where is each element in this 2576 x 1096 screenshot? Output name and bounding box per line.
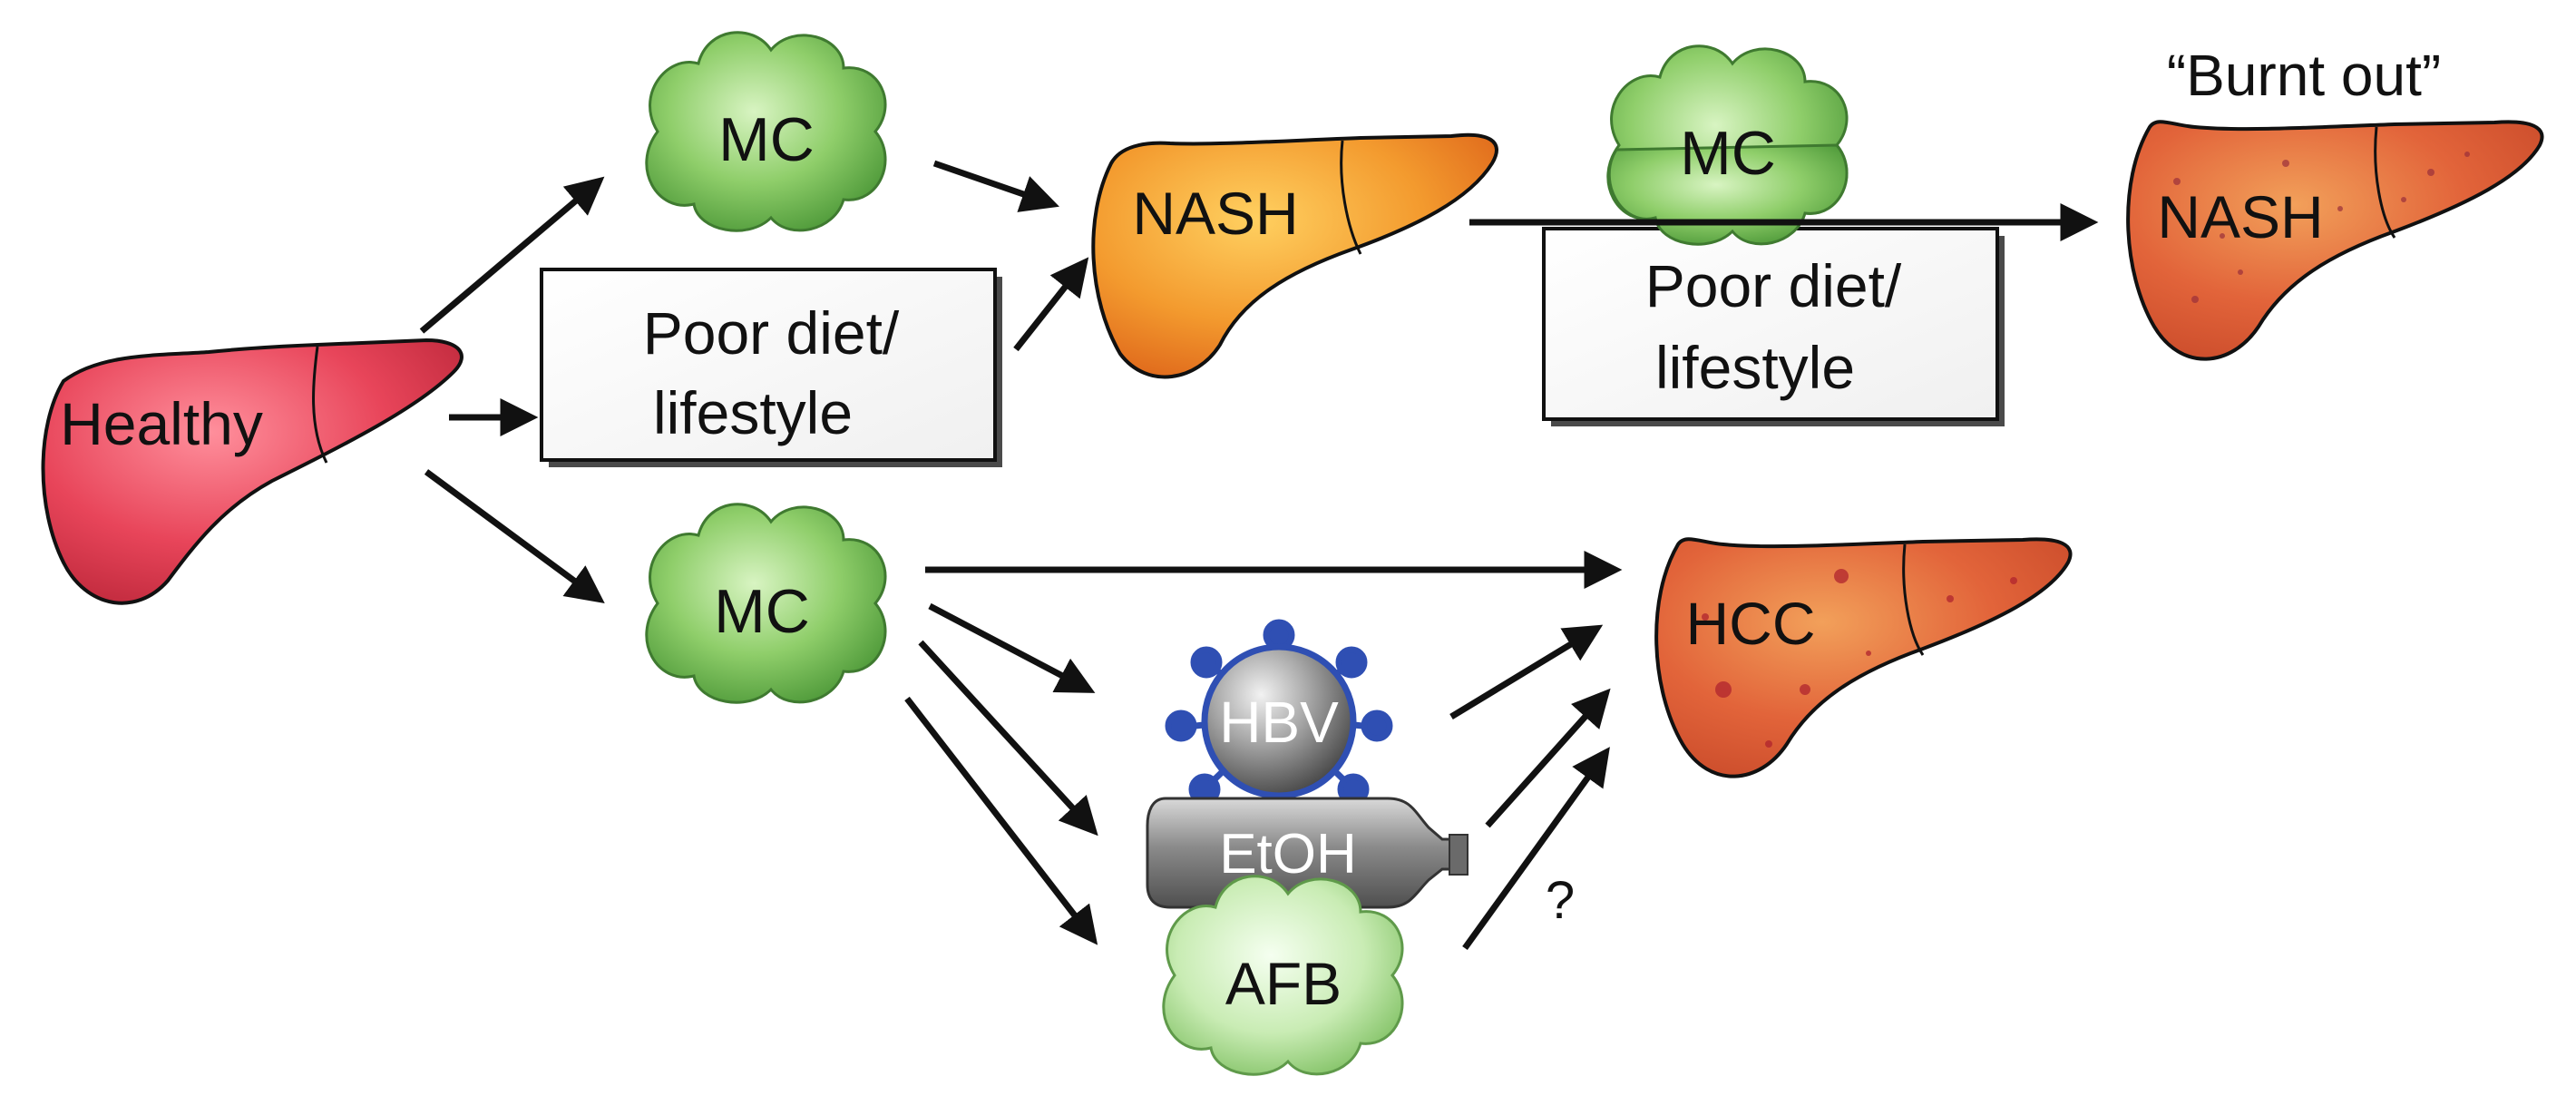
- arrow-afb-to-hcc: [1462, 747, 1610, 951]
- arrow-healthy-to-mc-top: [419, 176, 605, 334]
- arrow-healthy-to-mc-bottom: [424, 469, 605, 603]
- arrow-hbv-to-hcc: [1449, 624, 1604, 719]
- question-mark: ?: [1546, 871, 1575, 930]
- burnt-nash-label: NASH: [2157, 183, 2323, 250]
- poor-diet-box-right: Poor diet/ lifestyle: [1542, 227, 2005, 426]
- hcc-label: HCC: [1686, 590, 1816, 657]
- poor-diet-left-line1: Poor diet/: [643, 299, 900, 367]
- healthy-label: Healthy: [60, 390, 263, 457]
- etoh-bottle: EtOH: [1146, 797, 1469, 909]
- arrow-box-to-nash: [1013, 257, 1089, 352]
- poor-diet-right-line1: Poor diet/: [1645, 252, 1902, 319]
- mc-right-label: MC: [1680, 119, 1776, 188]
- mc-bottom-label: MC: [714, 577, 810, 646]
- healthy-liver: Healthy: [41, 338, 463, 605]
- afb-label: AFB: [1225, 950, 1342, 1017]
- poor-diet-box-left: Poor diet/ lifestyle: [540, 268, 1002, 467]
- mc-top-label: MC: [718, 105, 815, 174]
- arrow-mc-to-etoh: [918, 640, 1098, 837]
- arrows: [419, 160, 2099, 951]
- poor-diet-left-line2: lifestyle: [653, 379, 853, 446]
- etoh-label: EtOH: [1219, 823, 1357, 886]
- hcc-liver: HCC: [1654, 537, 2073, 778]
- burnt-nash-liver: NASH: [2126, 120, 2544, 361]
- burnt-out-caption: “Burnt out”: [2167, 43, 2441, 108]
- arrow-mc-to-afb: [904, 696, 1098, 945]
- hbv-label: HBV: [1219, 690, 1339, 755]
- arrow-mc-to-hbv: [928, 602, 1096, 693]
- nash-label: NASH: [1132, 180, 1298, 247]
- mc-cloud-bottom: MC: [645, 503, 887, 704]
- poor-diet-right-line2: lifestyle: [1655, 334, 1855, 401]
- nash-liver: NASH: [1091, 132, 1498, 379]
- afb-cloud: AFB: [1162, 875, 1404, 1076]
- mc-cloud-top: MC: [645, 31, 887, 232]
- arrow-etoh-to-hcc: [1485, 688, 1611, 828]
- hbv-virus: HBV: [1165, 619, 1393, 806]
- arrow-mc-top-to-nash: [932, 160, 1059, 212]
